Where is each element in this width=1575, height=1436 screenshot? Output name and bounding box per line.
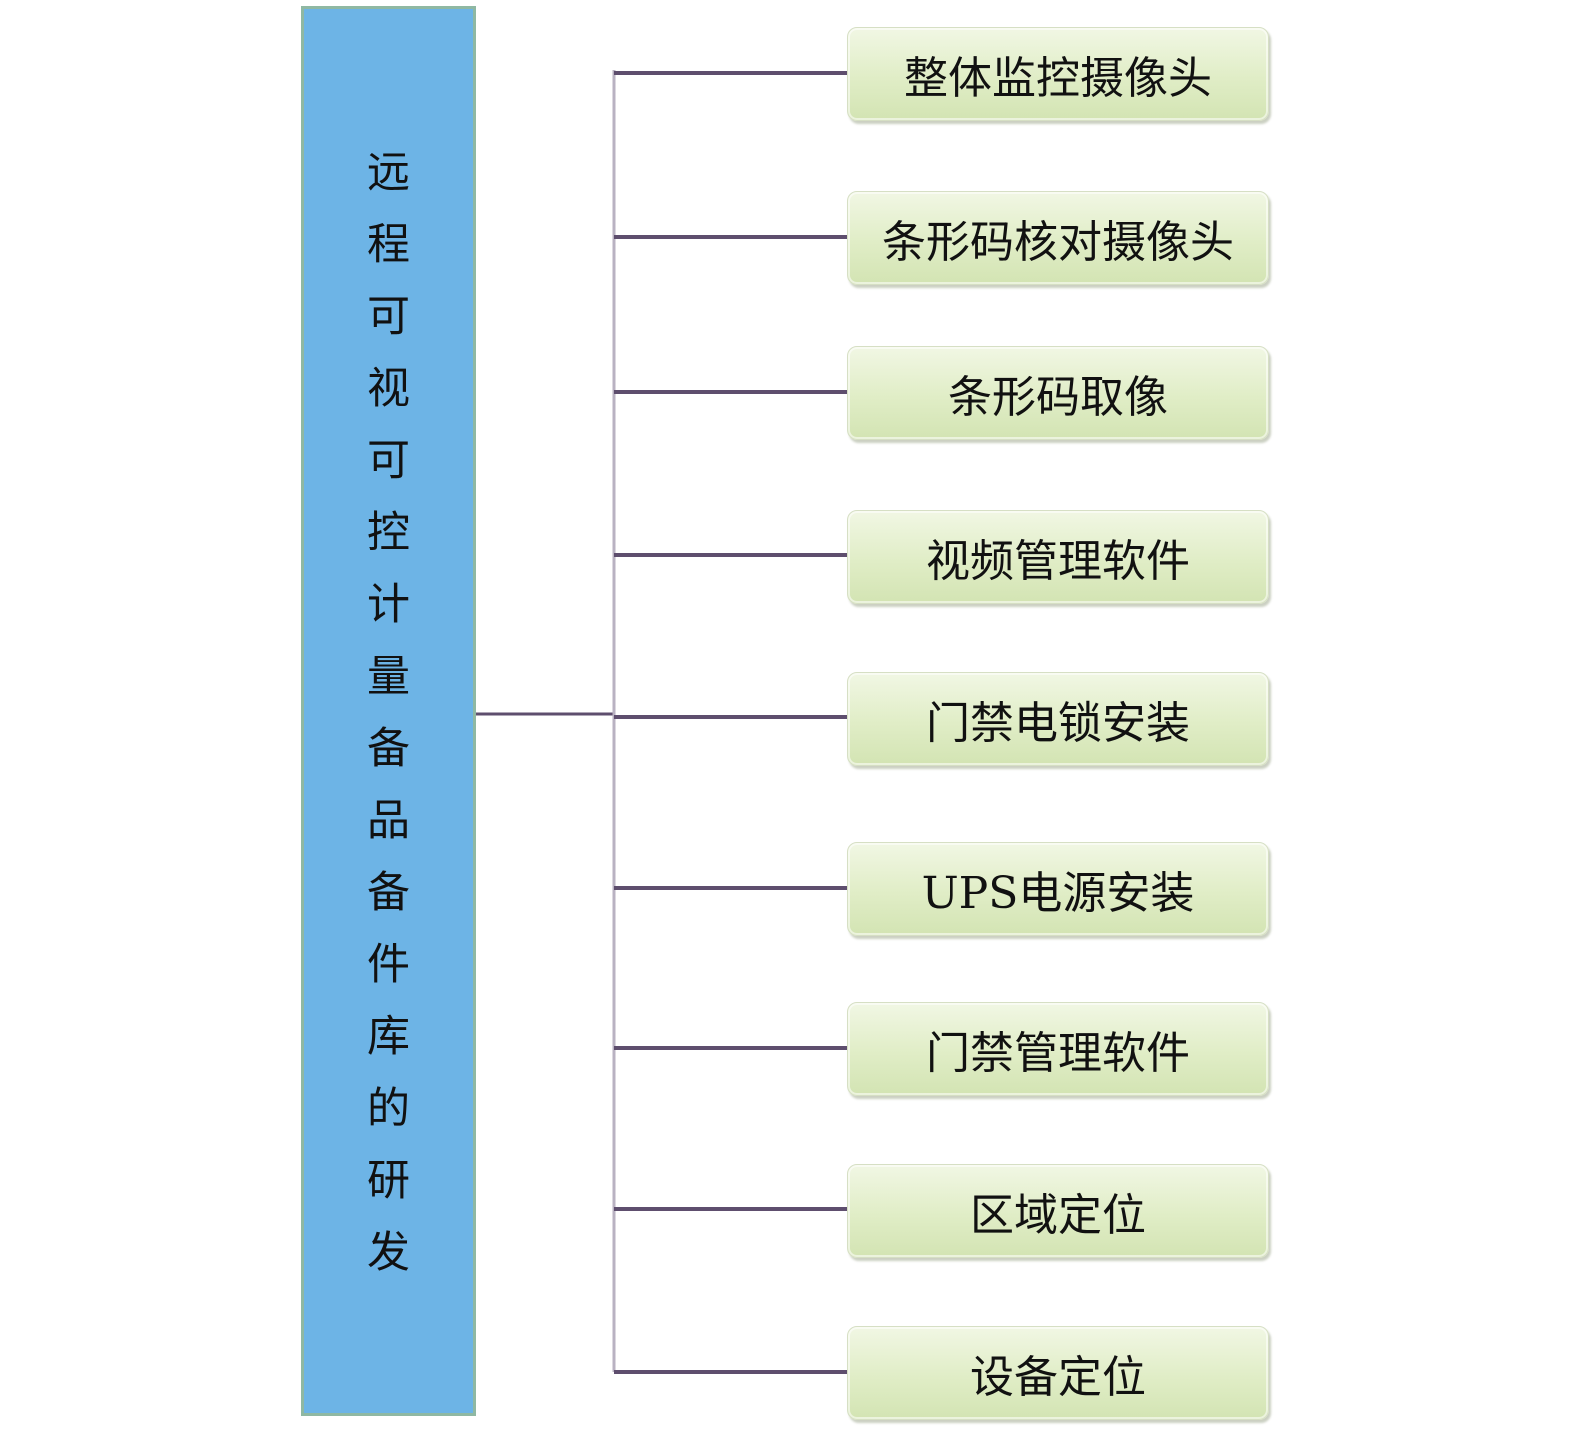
child-node-label: 门禁管理软件 xyxy=(926,1028,1190,1079)
child-node-label: 整体监控摄像头 xyxy=(904,53,1212,104)
root-node: 远程可视可控计量备品备件库的研发 xyxy=(301,6,476,1416)
child-node-barcode-imaging: 条形码取像 xyxy=(847,346,1269,440)
child-node-label: UPS电源安装 xyxy=(921,868,1195,919)
child-node-device-positioning: 设备定位 xyxy=(847,1326,1269,1420)
child-node-label: 区域定位 xyxy=(970,1190,1146,1241)
child-node-overall-camera: 整体监控摄像头 xyxy=(847,27,1269,121)
child-node-access-software: 门禁管理软件 xyxy=(847,1002,1269,1096)
root-node-label: 远程可视可控计量备品备件库的研发 xyxy=(367,148,410,1278)
child-node-label: 条形码核对摄像头 xyxy=(882,217,1234,268)
child-node-label: 设备定位 xyxy=(970,1352,1146,1403)
child-node-ups-install: UPS电源安装 xyxy=(847,842,1269,936)
child-node-label: 视频管理软件 xyxy=(926,536,1190,587)
child-node-video-software: 视频管理软件 xyxy=(847,510,1269,604)
child-node-label: 条形码取像 xyxy=(948,372,1168,423)
child-node-door-lock: 门禁电锁安装 xyxy=(847,672,1269,766)
child-node-barcode-check-camera: 条形码核对摄像头 xyxy=(847,191,1269,285)
child-node-label: 门禁电锁安装 xyxy=(926,698,1190,749)
child-node-area-positioning: 区域定位 xyxy=(847,1164,1269,1258)
